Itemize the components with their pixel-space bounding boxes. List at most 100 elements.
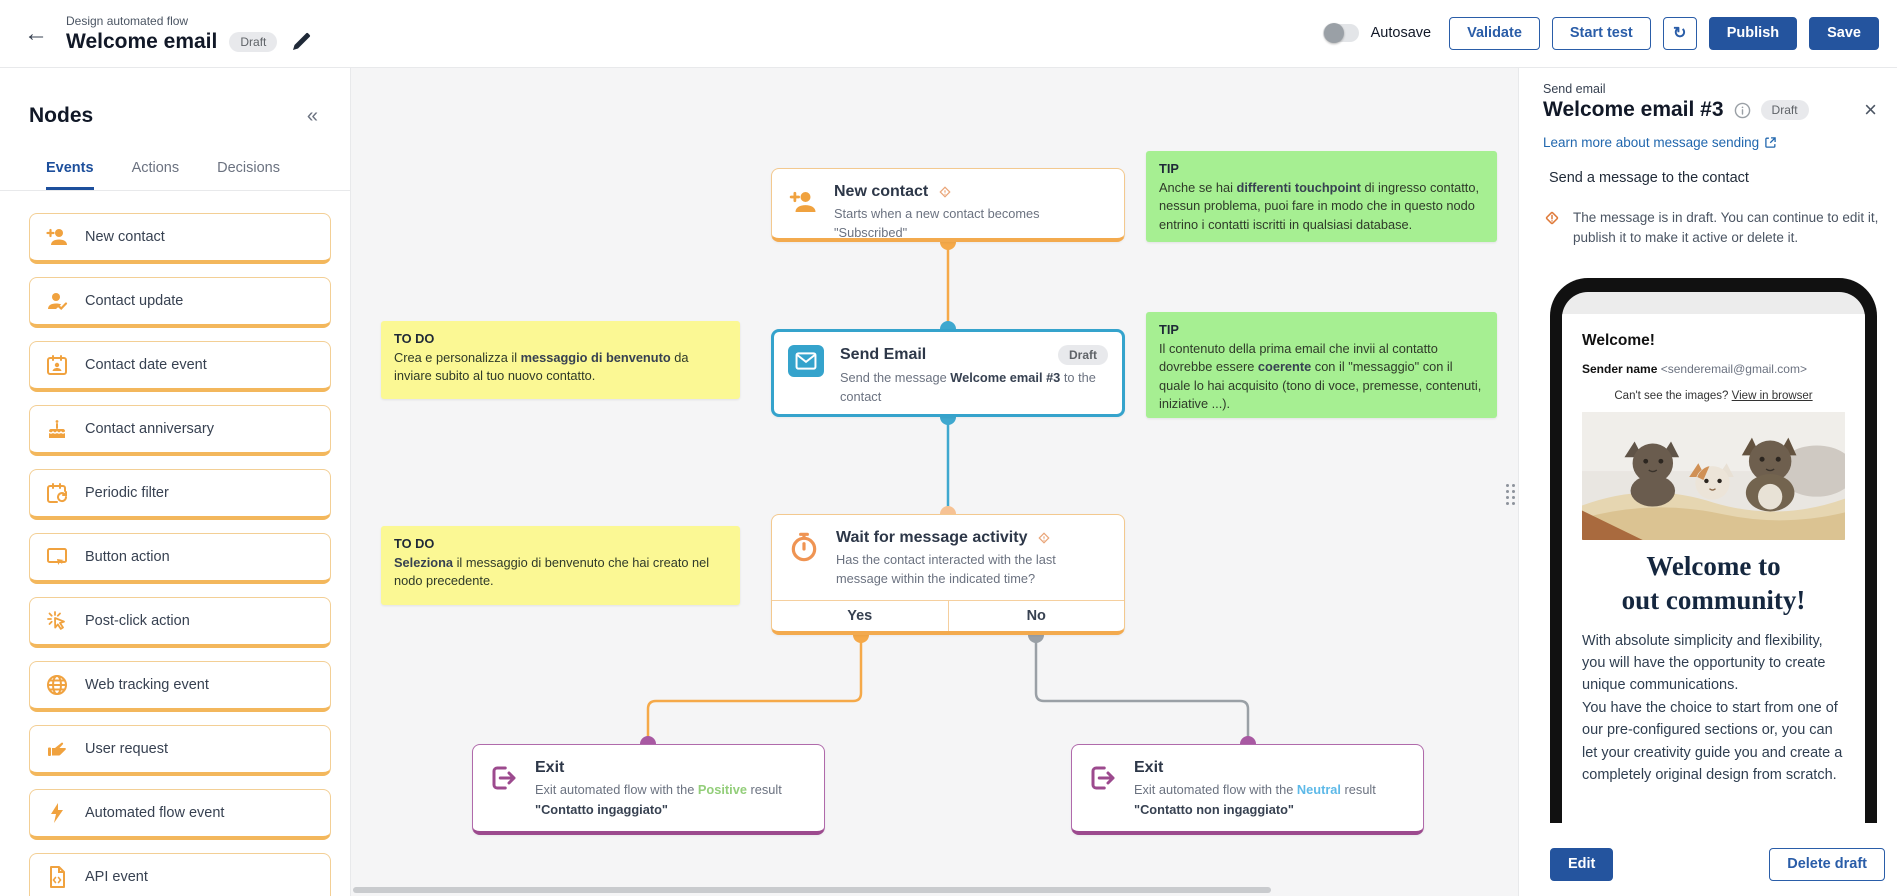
exit-icon [492, 766, 516, 790]
horizontal-scrollbar[interactable] [353, 887, 1271, 893]
node-title: Exit [535, 759, 565, 776]
exit-result: "Contatto ingaggiato" [535, 801, 668, 817]
email-body: With absolute simplicity and flexibility… [1582, 632, 1843, 784]
panel-subtitle: Send a message to the contact [1549, 170, 1749, 186]
palette-item-automated-flow-event[interactable]: Automated flow event [29, 789, 331, 840]
top-bar: ← Design automated flow Welcome email Dr… [0, 0, 1897, 68]
page-title: Welcome email [66, 29, 218, 53]
todo-note-2[interactable]: TO DO Seleziona il messaggio di benvenut… [381, 526, 740, 605]
phone-screen: Welcome! Sender name <senderemail@gmail.… [1562, 292, 1865, 823]
kittens-photo [1582, 412, 1845, 540]
palette-item-user-request[interactable]: User request [29, 725, 331, 776]
sidebar-title: Nodes [29, 104, 94, 127]
panel-kicker: Send email [1543, 82, 1606, 96]
panel-title: Welcome email #3 [1543, 98, 1724, 121]
learn-more-link[interactable]: Learn more about message sending [1543, 135, 1777, 150]
cake-icon [48, 420, 66, 438]
wait-no-branch[interactable]: No [947, 601, 1125, 631]
palette-item-button-action[interactable]: Button action [29, 533, 331, 584]
file-code-icon [50, 866, 65, 888]
exit-icon [1091, 766, 1115, 790]
nodes-sidebar: Nodes « Events Actions Decisions New con… [0, 68, 351, 896]
tab-actions[interactable]: Actions [131, 160, 180, 176]
node-exit-neutral[interactable]: Exit Exit automated flow with the Neutra… [1071, 744, 1424, 835]
email-subject: Welcome! [1582, 332, 1655, 349]
node-title: Send Email [840, 346, 927, 363]
monitor-pointer-icon [47, 548, 67, 565]
panel-resize-handle[interactable] [1506, 484, 1515, 505]
calendar-refresh-icon [47, 483, 68, 503]
wait-yes-branch[interactable]: Yes [847, 608, 873, 624]
person-plus-icon [789, 191, 816, 212]
globe-icon [47, 675, 67, 695]
warning-diamond-icon [1545, 211, 1559, 225]
draft-warning-text: The message is in draft. You can continu… [1573, 210, 1879, 246]
node-description: Send the message Welcome email #3 to the… [840, 370, 1096, 404]
email-headline: Welcome to out community! [1621, 551, 1806, 615]
draft-warning: The message is in draft. You can continu… [1543, 208, 1881, 249]
pencil-edit-icon[interactable] [289, 30, 313, 54]
node-title: New contact [834, 183, 929, 200]
warning-diamond-icon [1038, 532, 1051, 544]
validate-button[interactable]: Validate [1449, 16, 1540, 51]
palette-item-api-event[interactable]: API event [29, 853, 331, 896]
tab-events[interactable]: Events [46, 160, 94, 190]
tip-note-2[interactable]: TIP Il contenuto della prima email che i… [1146, 312, 1497, 418]
tip-note-1[interactable]: TIP Anche se hai differenti touchpoint d… [1146, 151, 1497, 242]
tab-decisions[interactable]: Decisions [217, 160, 280, 176]
node-exit-positive[interactable]: Exit Exit automated flow with the Positi… [472, 744, 825, 835]
palette-item-web-tracking-event[interactable]: Web tracking event [29, 661, 331, 712]
autosave-toggle[interactable] [1322, 23, 1359, 44]
images-note: Can't see the images? View in browser [1614, 390, 1813, 402]
node-detail-panel: Send email Welcome email #3 Draft × Lear… [1518, 68, 1897, 896]
node-title: Wait for message activity [836, 529, 1028, 546]
palette-item-new-contact[interactable]: New contact [29, 213, 331, 264]
save-button[interactable]: Save [1809, 16, 1879, 51]
start-test-button[interactable]: Start test [1551, 16, 1651, 51]
node-draft-badge: Draft [1057, 345, 1108, 365]
hand-icon [48, 742, 66, 756]
node-description: Starts when a new contact becomes "Subsc… [834, 206, 1040, 240]
status-badge: Draft [229, 31, 278, 52]
bolt-icon [51, 803, 63, 823]
panel-draft-badge: Draft [1760, 100, 1809, 120]
node-title: Exit [1134, 759, 1164, 776]
back-arrow-icon[interactable]: ← [24, 19, 48, 47]
email-sender: Sender name <senderemail@gmail.com> [1582, 362, 1807, 376]
info-icon[interactable] [1734, 102, 1751, 119]
external-link-icon [1765, 137, 1776, 148]
publish-button[interactable]: Publish [1708, 16, 1798, 51]
palette-item-post-click-action[interactable]: Post-click action [29, 597, 331, 648]
node-description: Has the contact interacted with the last… [836, 552, 1056, 586]
email-preview[interactable]: Welcome! Sender name <senderemail@gmail.… [1562, 314, 1865, 823]
flow-canvas[interactable]: New contact Starts when a new contact be… [351, 68, 1518, 896]
node-new-contact[interactable]: New contact Starts when a new contact be… [771, 168, 1125, 242]
exit-result: "Contatto non ingaggiato" [1134, 801, 1294, 817]
person-plus-icon [46, 228, 67, 245]
warning-diamond-icon [939, 186, 951, 198]
palette-item-contact-anniversary[interactable]: Contact anniversary [29, 405, 331, 456]
autosave-label: Autosave [1370, 25, 1432, 42]
click-cursor-icon [47, 611, 65, 630]
node-send-email[interactable]: Send Email Draft Send the message Welcom… [771, 329, 1125, 417]
palette-item-contact-date-event[interactable]: Contact date event [29, 341, 331, 392]
edit-button[interactable]: Edit [1550, 847, 1614, 881]
close-icon[interactable]: × [1864, 97, 1877, 122]
collapse-sidebar-icon[interactable]: « [306, 104, 318, 127]
palette-item-contact-update[interactable]: Contact update [29, 277, 331, 328]
stopwatch-icon [791, 532, 817, 562]
node-wait-for-message-activity[interactable]: Wait for message activity Has the contac… [771, 514, 1125, 635]
todo-note-1[interactable]: TO DO Crea e personalizza il messaggio d… [381, 321, 740, 399]
refresh-button[interactable]: ↻ [1662, 16, 1697, 51]
node-description: Exit automated flow with the Neutral res… [1134, 782, 1376, 797]
node-description: Exit automated flow with the Positive re… [535, 782, 782, 797]
breadcrumb: Design automated flow [66, 13, 189, 28]
email-preview-phone: Welcome! Sender name <senderemail@gmail.… [1550, 278, 1877, 823]
palette-item-periodic-filter[interactable]: Periodic filter [29, 469, 331, 520]
person-check-icon [48, 293, 68, 311]
delete-draft-button[interactable]: Delete draft [1769, 847, 1885, 881]
envelope-icon [788, 345, 824, 377]
view-in-browser-link[interactable]: View in browser [1731, 390, 1813, 402]
sidebar-tabs: Events Actions Decisions [0, 160, 350, 191]
